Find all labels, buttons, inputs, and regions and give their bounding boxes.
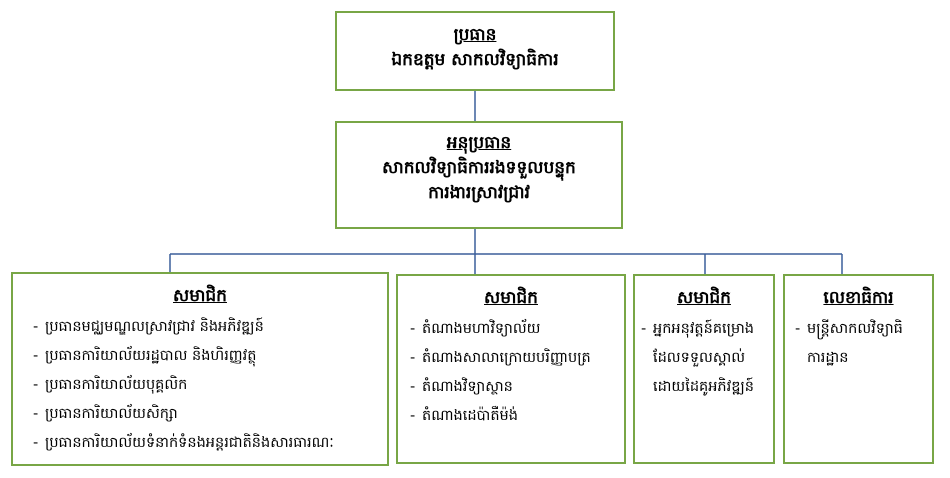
vice-chair-subtitle-line2: ការងារស្រាវជ្រាវ bbox=[428, 183, 530, 203]
chair-subtitle: ឯកឧត្តម សាកលវិទ្យាធិការ bbox=[391, 50, 559, 70]
secretary-box: លេខាធិការ មន្ត្រីសាកលវិទ្យាធិការដ្ឋាន bbox=[783, 274, 934, 464]
list-item: ប្រធានការិយាល័យសិក្សា bbox=[33, 400, 387, 429]
member-box-1-list: ប្រធានមជ្ឈមណ្ឌលស្រាវជ្រាវ និងអភិវឌ្ឍន៍ ប… bbox=[13, 313, 387, 458]
secretary-box-title: លេខាធិការ bbox=[823, 288, 894, 308]
list-item: មន្ត្រីសាកលវិទ្យាធិការដ្ឋាន bbox=[795, 315, 926, 373]
chair-box: ប្រធាន ឯកឧត្តម សាកលវិទ្យាធិការ bbox=[335, 11, 615, 91]
member-box-3-title: សមាជិក bbox=[677, 288, 731, 308]
vice-chair-box: អនុប្រធាន សាកលវិទ្យាធិការរងទទួលបន្ទុក កា… bbox=[335, 121, 623, 229]
member-box-2-list: តំណាងមហាវិទ្យាល័យ តំណាងសាលាក្រោយបរិញ្ញាប… bbox=[398, 315, 624, 431]
list-item: អ្នកអនុវត្តន៍គម្រោងដែលទទួលស្គាល់ដោយដៃគូអ… bbox=[641, 315, 767, 402]
member-box-2: សមាជិក តំណាងមហាវិទ្យាល័យ តំណាងសាលាក្រោយប… bbox=[396, 274, 626, 464]
vice-chair-subtitle-line1: សាកលវិទ្យាធិការរងទទួលបន្ទុក bbox=[382, 158, 576, 178]
list-item: តំណាងវិទ្យាស្ថាន bbox=[410, 373, 624, 402]
list-item: ប្រធានការិយាល័យបុគ្គលិក bbox=[33, 371, 387, 400]
list-item: តំណាងសាលាក្រោយបរិញ្ញាបត្រ bbox=[410, 344, 624, 373]
list-item: តំណាងដេប៉ាតឺម៉ង់ bbox=[410, 402, 624, 431]
secretary-box-list: មន្ត្រីសាកលវិទ្យាធិការដ្ឋាន bbox=[785, 315, 932, 373]
member-box-3-list: អ្នកអនុវត្តន៍គម្រោងដែលទទួលស្គាល់ដោយដៃគូអ… bbox=[635, 315, 773, 402]
member-box-1: សមាជិក ប្រធានមជ្ឈមណ្ឌលស្រាវជ្រាវ និងអភិវ… bbox=[11, 272, 389, 466]
list-item: តំណាងមហាវិទ្យាល័យ bbox=[410, 315, 624, 344]
list-item: ប្រធានមជ្ឈមណ្ឌលស្រាវជ្រាវ និងអភិវឌ្ឍន៍ bbox=[33, 313, 387, 342]
chair-title: ប្រធាន bbox=[453, 25, 497, 45]
member-box-3: សមាជិក អ្នកអនុវត្តន៍គម្រោងដែលទទួលស្គាល់ដ… bbox=[633, 274, 775, 464]
vice-chair-title: អនុប្រធាន bbox=[446, 133, 512, 153]
member-box-1-title: សមាជិក bbox=[173, 286, 227, 306]
list-item: ប្រធានការិយាល័យទំនាក់ទំនងអន្តរជាតិនិងសារ… bbox=[33, 429, 387, 458]
member-box-2-title: សមាជិក bbox=[484, 288, 538, 308]
list-item: ប្រធានការិយាល័យរដ្ឋបាល និងហិរញ្ញវត្ថុ bbox=[33, 342, 387, 371]
